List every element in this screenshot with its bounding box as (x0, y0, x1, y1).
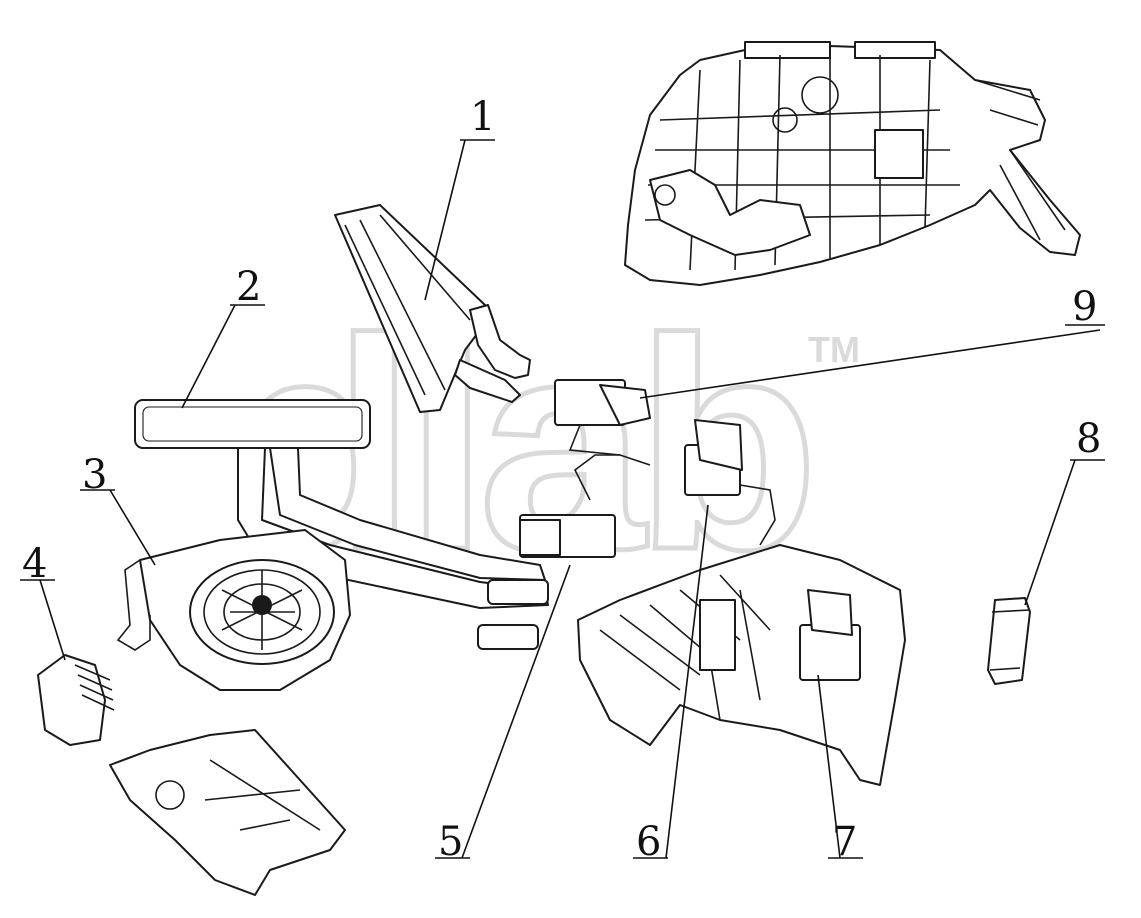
leader-5 (435, 564, 571, 859)
leader-7 (817, 674, 863, 859)
hvac-housing (624, 41, 1081, 286)
callout-5: 5 (438, 819, 463, 865)
leader-1 (424, 139, 495, 301)
blower-resistor (37, 654, 115, 746)
leader-9 (639, 324, 1105, 399)
leader-8 (1024, 459, 1105, 606)
callout-6: 6 (636, 819, 661, 865)
actuator-motor-c (799, 589, 861, 681)
callout-9: 9 (1072, 284, 1097, 330)
watermark-trademark: TM (808, 329, 860, 370)
actuator-motor-d (554, 379, 651, 466)
callout-7: 7 (832, 819, 857, 865)
callout-labels: 1 2 3 4 5 6 7 8 9 (22, 94, 1101, 865)
leader-4 (20, 579, 66, 661)
callout-8: 8 (1076, 416, 1101, 462)
callout-2: 2 (236, 264, 261, 310)
leader-2 (181, 304, 265, 409)
callout-4: 4 (22, 541, 47, 587)
blower-motor (116, 529, 351, 691)
actuator-motor-b (684, 419, 776, 546)
leader-lines (20, 139, 1105, 859)
heater-core (334, 204, 531, 413)
leader-6 (633, 504, 709, 859)
callout-1: 1 (470, 94, 495, 140)
leader-3 (80, 489, 156, 566)
temperature-sensor (987, 597, 1031, 685)
callout-3: 3 (82, 452, 107, 498)
actuator-motor-a (519, 454, 620, 558)
lower-duct (109, 729, 346, 896)
